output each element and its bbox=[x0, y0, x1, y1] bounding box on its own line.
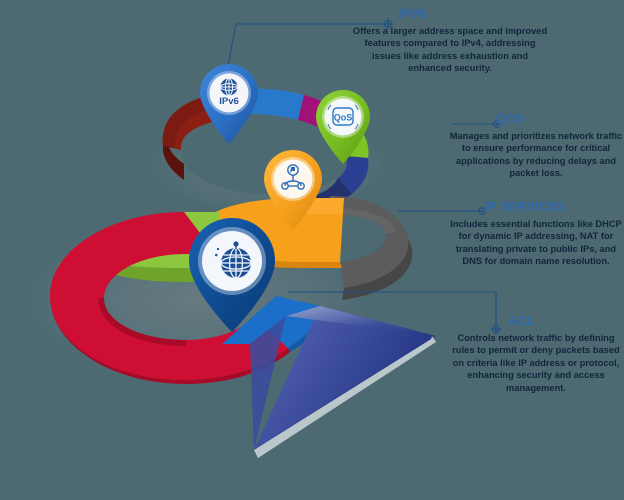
direction-arrow bbox=[222, 296, 436, 458]
callout-body-ipservices: Includes essential functions like DHCP f… bbox=[450, 219, 622, 267]
callout-acl: ACL Controls network traffic by defining… bbox=[448, 315, 624, 394]
svg-text:QoS: QoS bbox=[334, 113, 353, 123]
map-pin-qos[interactable]: QoS bbox=[314, 88, 372, 166]
pin-face-qos bbox=[324, 98, 362, 136]
callout-body-qos: Manages and prioritizes network traffic … bbox=[449, 131, 623, 179]
callout-ipservices: IP SERVICES Includes essential functions… bbox=[448, 201, 624, 268]
globe-icon bbox=[220, 78, 238, 96]
map-pin-ipv6[interactable]: IPv6 bbox=[198, 62, 260, 146]
connector-ipv6 bbox=[227, 23, 386, 67]
network-nodes-icon bbox=[281, 164, 305, 190]
road-segment-crimson bbox=[50, 212, 290, 384]
callout-title-ipv6: IPV6 bbox=[398, 7, 427, 21]
callout-title-qos: QOS bbox=[496, 112, 525, 126]
callout-body-acl: Controls network traffic by defining rul… bbox=[452, 333, 620, 393]
connector-dot-ipservices bbox=[478, 207, 486, 215]
callout-body-ipv6: Offers a larger address space and improv… bbox=[352, 26, 548, 74]
connector-dot-acl bbox=[490, 323, 502, 335]
connector-dot-qos bbox=[493, 120, 501, 128]
pin-label-ipv6: IPv6 bbox=[219, 96, 239, 107]
callout-title-acl: ACL bbox=[508, 314, 535, 328]
connector-acl bbox=[288, 291, 497, 327]
callout-qos: QOS Manages and prioritizes network traf… bbox=[448, 113, 624, 180]
map-pin-acl[interactable] bbox=[186, 216, 278, 334]
callout-ipv6: IPV6 Offers a larger address space and i… bbox=[352, 8, 548, 75]
connector-dot-ipv6 bbox=[382, 18, 394, 30]
connector-dots bbox=[382, 18, 502, 335]
map-pin-ipservices[interactable] bbox=[262, 148, 324, 232]
road-segment-gray bbox=[330, 196, 413, 300]
qos-badge-icon: QoS bbox=[327, 104, 359, 130]
callout-title-ipservices: IP SERVICES bbox=[484, 200, 566, 214]
globe-shield-icon bbox=[215, 241, 252, 279]
